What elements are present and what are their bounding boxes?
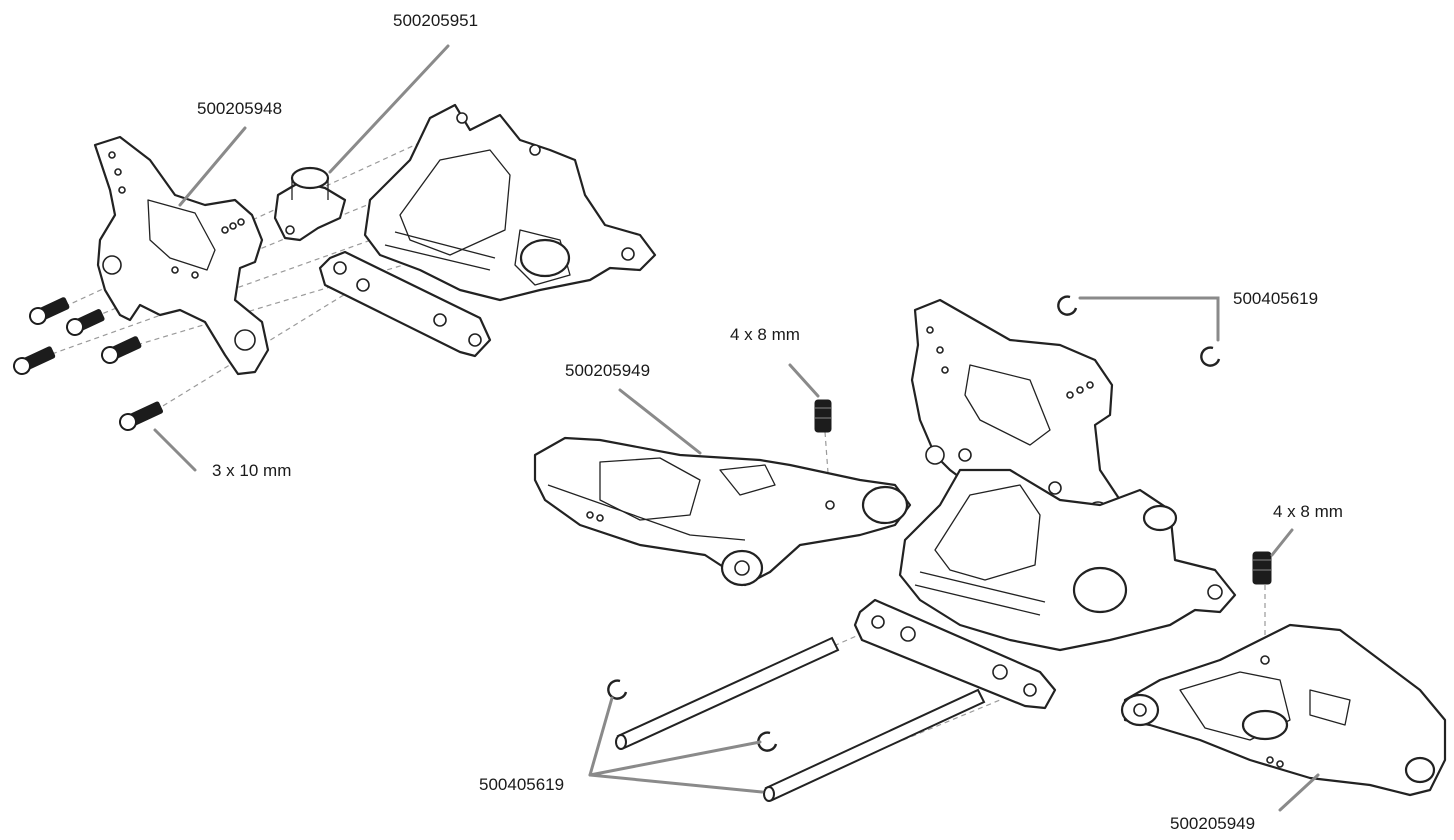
leader-500205949-right (1278, 773, 1320, 812)
leader-500405619-upper (1078, 296, 1220, 342)
leader-500205948 (178, 126, 247, 207)
lower-assembly (533, 295, 1447, 812)
setscrew-top (814, 399, 832, 433)
suspension-arm-right (1120, 623, 1447, 797)
hinge-plate-lower (853, 598, 1057, 710)
setscrew-right (1252, 551, 1272, 585)
label-part-upper-mount: 500205951 (393, 11, 479, 30)
label-screw-3x10: 3 x 10 mm (212, 461, 292, 480)
gearbox-lower (898, 468, 1237, 652)
label-clip-lower-left: 500405619 (479, 775, 565, 794)
gearbox-upper (363, 103, 657, 302)
label-part-shock-tower-top: 500205948 (197, 99, 283, 118)
label-clip-upper-right: 500405619 (1233, 289, 1319, 308)
leader-4x8-top (788, 363, 820, 398)
hinge-plate-upper (318, 250, 492, 358)
label-setscrew-top: 4 x 8 mm (730, 325, 800, 344)
leader-500205949-left (618, 388, 702, 455)
label-arm-right: 500205949 (1170, 814, 1256, 833)
label-setscrew-right: 4 x 8 mm (1273, 502, 1343, 521)
shock-tower-upper (93, 135, 270, 376)
upper-mount-part (273, 166, 347, 242)
clips (607, 295, 1221, 752)
leader-500405619-lower (588, 696, 764, 794)
leader-500205951 (328, 44, 450, 174)
leader-3x10 (153, 428, 197, 472)
label-arm-left: 500205949 (565, 361, 651, 380)
hinge-pins (615, 636, 986, 802)
upper-assembly (13, 44, 657, 472)
leader-4x8-right (1270, 528, 1294, 557)
screws-upper (13, 297, 164, 431)
suspension-arm-left (533, 436, 912, 587)
